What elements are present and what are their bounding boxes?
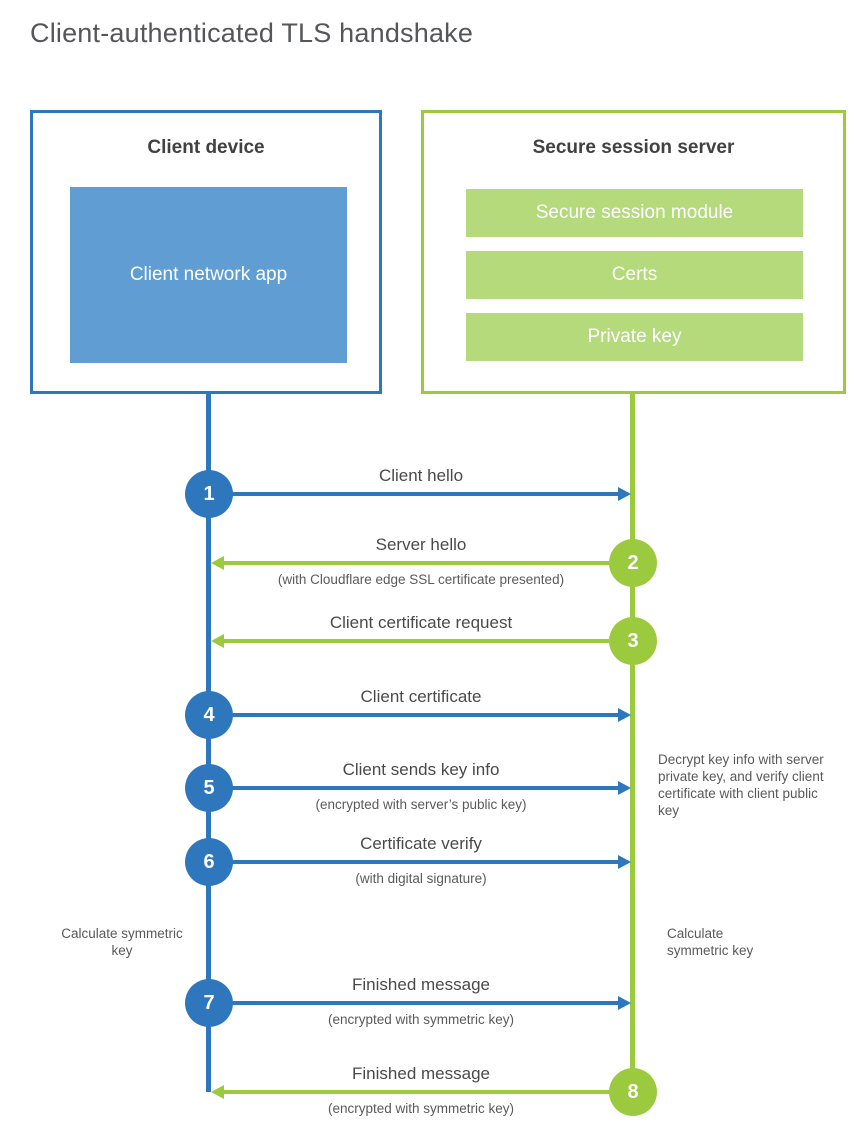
server-lifeline bbox=[630, 393, 635, 1092]
step-6-sublabel: (with digital signature) bbox=[355, 871, 487, 886]
arrow-step-2 bbox=[224, 561, 609, 565]
step-8-sublabel: (encrypted with symmetric key) bbox=[327, 1101, 515, 1116]
arrow-step-5 bbox=[231, 786, 618, 790]
step-2-circle: 2 bbox=[609, 539, 657, 587]
arrowhead-step-4 bbox=[618, 708, 631, 722]
step-3-number: 3 bbox=[627, 629, 639, 652]
step-5-circle: 5 bbox=[185, 764, 233, 812]
step-4-circle: 4 bbox=[185, 691, 233, 739]
arrow-step-8 bbox=[224, 1090, 609, 1094]
decrypt-note: Decrypt key info with server private key… bbox=[658, 752, 824, 818]
step-4-number: 4 bbox=[203, 703, 215, 726]
step-5-number: 5 bbox=[203, 776, 215, 799]
step-2-number: 2 bbox=[627, 551, 639, 574]
step-8-circle: 8 bbox=[609, 1068, 657, 1116]
step-1-circle: 1 bbox=[185, 470, 233, 518]
arrow-step-3 bbox=[224, 639, 609, 643]
step-2-sublabel: (with Cloudflare edge SSL certificate pr… bbox=[277, 572, 565, 587]
server-module-certs: Certs bbox=[466, 251, 803, 299]
step-3-label: Client certificate request bbox=[329, 613, 513, 632]
arrow-step-6 bbox=[231, 860, 618, 864]
client-network-app-box: Client network app bbox=[70, 187, 347, 363]
arrow-step-7 bbox=[231, 1001, 618, 1005]
secure-session-server-title: Secure session server bbox=[532, 137, 735, 158]
step-5-label: Client sends key info bbox=[342, 760, 500, 779]
step-7-number: 7 bbox=[203, 991, 215, 1014]
step-4-label: Client certificate bbox=[360, 687, 482, 706]
arrowhead-step-3 bbox=[211, 634, 224, 648]
arrowhead-step-5 bbox=[618, 781, 631, 795]
client-lifeline bbox=[206, 393, 211, 1092]
step-1-number: 1 bbox=[203, 482, 215, 505]
step-6-number: 6 bbox=[203, 850, 215, 873]
step-6-label: Certificate verify bbox=[360, 834, 482, 853]
step-7-circle: 7 bbox=[185, 979, 233, 1027]
arrowhead-step-8 bbox=[211, 1085, 224, 1099]
arrowhead-step-2 bbox=[211, 556, 224, 570]
step-8-number: 8 bbox=[627, 1080, 639, 1103]
arrow-step-1 bbox=[231, 492, 618, 496]
server-module-secure-session: Secure session module bbox=[466, 189, 803, 237]
server-module-private-key: Private key bbox=[466, 313, 803, 361]
step-3-circle: 3 bbox=[609, 617, 657, 665]
step-5-sublabel: (encrypted with server’s public key) bbox=[315, 797, 527, 812]
step-6-circle: 6 bbox=[185, 838, 233, 886]
step-1-label: Client hello bbox=[378, 466, 464, 485]
step-7-label: Finished message bbox=[352, 975, 490, 994]
step-8-label: Finished message bbox=[352, 1064, 490, 1083]
calculate-symmetric-key-client: Calculate symmetric key bbox=[61, 926, 183, 958]
arrow-step-4 bbox=[231, 713, 618, 717]
calculate-symmetric-key-server: Calculate symmetric key bbox=[667, 926, 754, 958]
arrowhead-step-7 bbox=[618, 996, 631, 1010]
client-device-title: Client device bbox=[147, 137, 265, 158]
arrowhead-step-6 bbox=[618, 855, 631, 869]
client-network-app-label: Client network app bbox=[129, 264, 288, 286]
step-2-label: Server hello bbox=[375, 535, 467, 554]
step-7-sublabel: (encrypted with symmetric key) bbox=[327, 1012, 515, 1027]
arrowhead-step-1 bbox=[618, 487, 631, 501]
diagram-title: Client-authenticated TLS handshake bbox=[30, 18, 474, 48]
